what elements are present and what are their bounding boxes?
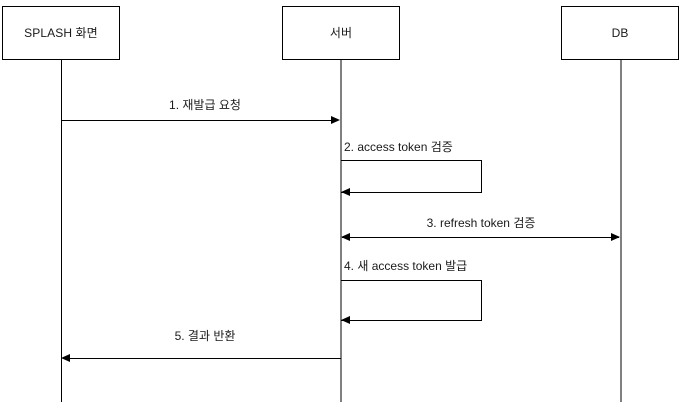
message-self-loop-4 (341, 280, 482, 321)
message-arrowhead-3-left (341, 233, 350, 241)
message-self-loop-2 (341, 160, 482, 193)
participant-label-db: DB (611, 26, 629, 40)
message-label-5: 5. 결과 반환 (174, 329, 236, 343)
message-line-5 (70, 358, 341, 359)
message-label-2: 2. access token 검증 (344, 140, 453, 154)
lifeline-db (620, 60, 622, 402)
participant-label-server: 서버 (329, 26, 353, 40)
participant-box-server[interactable]: 서버 (282, 6, 400, 60)
message-arrowhead-1-right (331, 116, 340, 124)
participant-box-splash[interactable]: SPLASH 화면 (2, 6, 120, 60)
message-line-1 (61, 120, 333, 121)
lifeline-splash (61, 60, 62, 402)
message-label-3: 3. refresh token 검증 (426, 216, 536, 230)
participant-label-splash: SPLASH 화면 (24, 26, 98, 40)
message-label-1: 1. 재발급 요청 (169, 98, 241, 112)
message-arrowhead-2-left (341, 188, 350, 196)
message-arrowhead-5-left (61, 354, 70, 362)
participant-box-db[interactable]: DB (561, 6, 679, 60)
message-arrowhead-4-left (341, 316, 350, 324)
message-arrowhead-3-right (611, 233, 620, 241)
lifeline-server (340, 60, 342, 402)
message-label-4: 4. 새 access token 발급 (344, 259, 468, 273)
message-line-3 (342, 237, 619, 238)
